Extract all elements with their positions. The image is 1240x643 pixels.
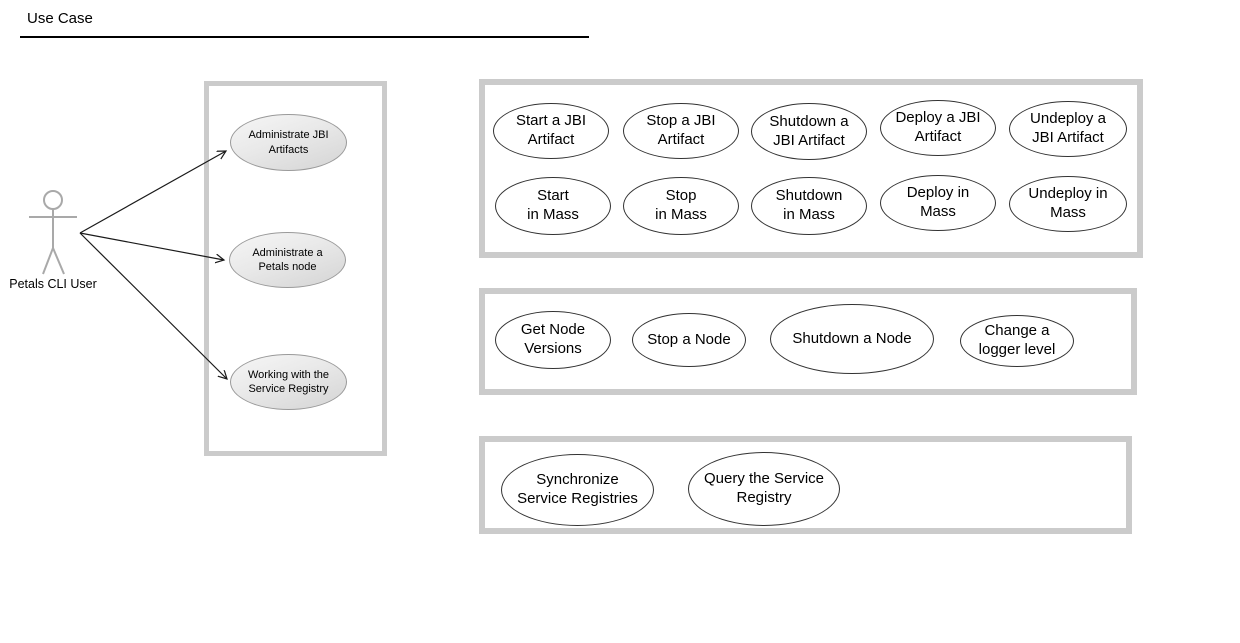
use-case-undeploy-jbi-artifact: Undeploy a JBI Artifact bbox=[1009, 101, 1127, 157]
page-title: Use Case bbox=[27, 10, 93, 27]
use-case-working-with-service-registry: Working with the Service Registry bbox=[230, 354, 347, 410]
actor-use-cases-panel: Administrate JBI Artifacts Administrate … bbox=[204, 81, 387, 456]
use-case-synchronize-service-registries: Synchronize Service Registries bbox=[501, 454, 654, 526]
association-arrows bbox=[79, 151, 227, 379]
arrow-to-administrate-node bbox=[79, 232, 224, 260]
service-registry-panel: Synchronize Service Registries Query the… bbox=[479, 436, 1132, 534]
use-case-stop-in-mass: Stop in Mass bbox=[623, 177, 739, 235]
arrow-to-working-registry bbox=[79, 232, 227, 379]
use-case-get-node-versions: Get Node Versions bbox=[495, 311, 611, 369]
jbi-artifacts-panel: Start a JBI Artifact Stop a JBI Artifact… bbox=[479, 79, 1143, 258]
use-case-query-service-registry: Query the Service Registry bbox=[688, 452, 840, 526]
use-case-administrate-petals-node: Administrate a Petals node bbox=[229, 232, 346, 288]
use-case-shutdown-in-mass: Shutdown in Mass bbox=[751, 177, 867, 235]
use-case-start-in-mass: Start in Mass bbox=[495, 177, 611, 235]
use-case-administrate-jbi-artifacts: Administrate JBI Artifacts bbox=[230, 114, 347, 171]
use-case-deploy-jbi-artifact: Deploy a JBI Artifact bbox=[880, 100, 996, 156]
title-underline bbox=[20, 36, 589, 38]
actor-label: Petals CLI User bbox=[9, 277, 97, 291]
use-case-undeploy-in-mass: Undeploy in Mass bbox=[1009, 176, 1127, 232]
use-case-shutdown-jbi-artifact: Shutdown a JBI Artifact bbox=[751, 103, 867, 160]
use-case-shutdown-a-node: Shutdown a Node bbox=[770, 304, 934, 374]
use-case-start-jbi-artifact: Start a JBI Artifact bbox=[493, 103, 609, 159]
use-case-deploy-in-mass: Deploy in Mass bbox=[880, 175, 996, 231]
use-case-change-logger-level: Change a logger level bbox=[960, 315, 1074, 367]
use-case-stop-a-node: Stop a Node bbox=[632, 313, 746, 367]
use-case-stop-jbi-artifact: Stop a JBI Artifact bbox=[623, 103, 739, 159]
arrow-to-administrate-jbi bbox=[79, 151, 226, 234]
petals-node-panel: Get Node Versions Stop a Node Shutdown a… bbox=[479, 288, 1137, 395]
actor-figure-icon bbox=[29, 190, 77, 275]
